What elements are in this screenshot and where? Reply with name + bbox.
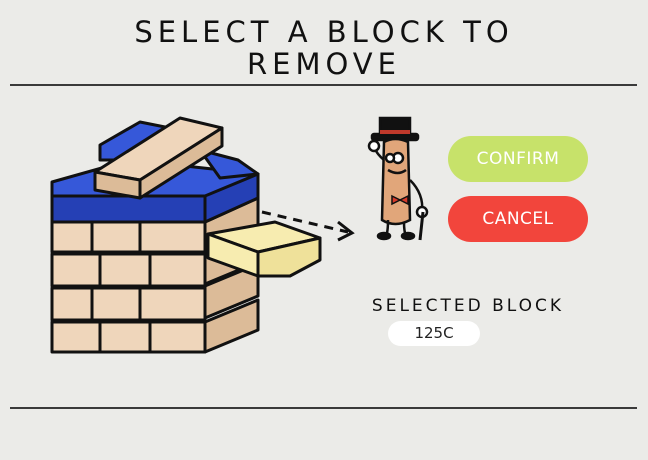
tower-front xyxy=(50,220,207,354)
confirm-button[interactable]: CONFIRM xyxy=(448,136,588,182)
tower-block[interactable] xyxy=(50,286,207,322)
title-line-1: SELECT A BLOCK TO xyxy=(134,15,514,49)
tower-block[interactable] xyxy=(50,252,207,288)
dashed-arrow-icon xyxy=(261,210,355,242)
tower-block[interactable] xyxy=(50,220,207,254)
top-hat-peanut-mascot-icon xyxy=(367,116,429,241)
top-block-side[interactable] xyxy=(138,126,224,200)
selected-block-value: 125C xyxy=(388,321,480,346)
title-line-2: REMOVE xyxy=(247,47,401,81)
tower-block[interactable] xyxy=(50,320,207,354)
jenga-tower xyxy=(50,116,322,354)
blue-block-side[interactable] xyxy=(203,172,260,224)
blue-block[interactable] xyxy=(198,148,260,180)
cancel-button[interactable]: CANCEL xyxy=(448,196,588,242)
selected-block-label: SELECTED BLOCK xyxy=(371,296,565,316)
selected-block[interactable] xyxy=(206,220,322,278)
top-divider xyxy=(10,84,637,86)
page-title: SELECT A BLOCK TO REMOVE xyxy=(0,16,648,80)
tower-top-block xyxy=(93,116,224,200)
tower-right-side xyxy=(203,196,260,354)
bottom-divider xyxy=(10,407,637,409)
blue-block-side[interactable] xyxy=(50,194,207,224)
